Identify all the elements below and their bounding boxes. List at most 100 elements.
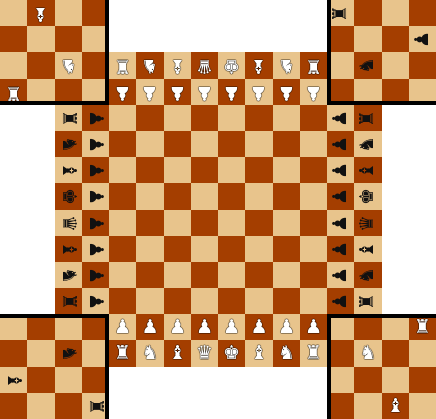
light-square[interactable]: ♜ — [109, 52, 136, 79]
white-pawn-icon[interactable]: ♟ — [196, 318, 213, 337]
dark-square[interactable] — [109, 288, 136, 314]
light-square[interactable] — [245, 236, 273, 262]
light-square[interactable]: ♝ — [164, 52, 191, 79]
dark-square[interactable] — [409, 367, 436, 393]
white-bishop-icon[interactable]: ♝ — [250, 56, 267, 75]
dark-square[interactable]: ♝ — [354, 157, 382, 183]
dark-square[interactable] — [109, 131, 136, 157]
dark-square[interactable] — [55, 26, 82, 52]
white-knight-icon[interactable]: ♞ — [278, 56, 295, 75]
black-pawn-icon[interactable]: ♟ — [331, 135, 350, 152]
dark-square[interactable]: ♟ — [300, 314, 327, 340]
dark-square[interactable] — [245, 157, 273, 183]
dark-square[interactable]: ♟ — [327, 288, 354, 314]
white-bishop-icon[interactable]: ♝ — [169, 56, 186, 75]
white-king-icon[interactable]: ♚ — [223, 344, 240, 363]
white-pawn-icon[interactable]: ♟ — [250, 83, 267, 102]
light-square[interactable] — [136, 236, 164, 262]
white-pawn-icon[interactable]: ♟ — [169, 83, 186, 102]
white-queen-icon[interactable]: ♛ — [196, 344, 213, 363]
light-square[interactable] — [273, 262, 300, 288]
dark-square[interactable]: ♞ — [136, 52, 164, 79]
dark-square[interactable] — [109, 183, 136, 210]
dark-square[interactable]: ♞ — [354, 52, 382, 79]
white-rook-icon[interactable]: ♜ — [305, 56, 322, 75]
black-knight-icon[interactable]: ♞ — [59, 345, 78, 362]
light-square[interactable]: ♝ — [55, 157, 82, 183]
dark-square[interactable] — [136, 105, 164, 131]
dark-square[interactable] — [164, 288, 191, 314]
black-pawn-icon[interactable]: ♟ — [331, 240, 350, 257]
dark-square[interactable] — [218, 131, 245, 157]
light-square[interactable] — [164, 157, 191, 183]
dark-square[interactable] — [273, 131, 300, 157]
black-rook-icon[interactable]: ♜ — [59, 109, 78, 126]
black-rook-icon[interactable]: ♜ — [86, 397, 105, 414]
black-bishop-icon[interactable]: ♝ — [59, 161, 78, 178]
black-rook-icon[interactable]: ♜ — [358, 292, 377, 309]
light-square[interactable] — [109, 157, 136, 183]
black-pawn-icon[interactable]: ♟ — [331, 109, 350, 126]
light-square[interactable] — [245, 288, 273, 314]
dark-square[interactable]: ♜ — [354, 105, 382, 131]
dark-square[interactable]: ♜ — [55, 288, 82, 314]
light-square[interactable] — [0, 0, 27, 26]
light-square[interactable] — [245, 183, 273, 210]
light-square[interactable] — [300, 288, 327, 314]
white-pawn-icon[interactable]: ♟ — [278, 83, 295, 102]
light-square[interactable]: ♝ — [0, 367, 27, 393]
white-bishop-icon[interactable]: ♝ — [32, 4, 49, 23]
light-square[interactable] — [109, 262, 136, 288]
light-square[interactable]: ♞ — [354, 131, 382, 157]
black-knight-icon[interactable]: ♞ — [358, 135, 377, 152]
black-pawn-icon[interactable]: ♟ — [86, 240, 105, 257]
dark-square[interactable]: ♚ — [55, 183, 82, 210]
light-square[interactable] — [136, 131, 164, 157]
dark-square[interactable]: ♟ — [164, 79, 191, 105]
dark-square[interactable]: ♟ — [327, 131, 354, 157]
black-pawn-icon[interactable]: ♟ — [331, 292, 350, 309]
dark-square[interactable]: ♝ — [245, 52, 273, 79]
light-square[interactable] — [136, 183, 164, 210]
dark-square[interactable] — [55, 393, 82, 419]
light-square[interactable]: ♟ — [218, 314, 245, 340]
white-bishop-icon[interactable]: ♝ — [387, 397, 404, 416]
white-rook-icon[interactable]: ♜ — [5, 83, 22, 102]
white-pawn-icon[interactable]: ♟ — [250, 318, 267, 337]
black-pawn-icon[interactable]: ♟ — [86, 266, 105, 283]
light-square[interactable] — [27, 340, 55, 367]
light-square[interactable] — [27, 26, 55, 52]
light-square[interactable] — [273, 210, 300, 236]
light-square[interactable] — [164, 105, 191, 131]
light-square[interactable] — [191, 288, 218, 314]
dark-square[interactable] — [273, 236, 300, 262]
dark-square[interactable] — [327, 26, 354, 52]
white-pawn-icon[interactable]: ♟ — [305, 318, 322, 337]
black-king-icon[interactable]: ♚ — [358, 188, 377, 205]
white-pawn-icon[interactable]: ♟ — [223, 83, 240, 102]
light-square[interactable] — [273, 157, 300, 183]
light-square[interactable]: ♚ — [354, 183, 382, 210]
white-pawn-icon[interactable]: ♟ — [305, 83, 322, 102]
light-square[interactable]: ♟ — [136, 79, 164, 105]
light-square[interactable] — [0, 52, 27, 79]
dark-square[interactable]: ♞ — [273, 340, 300, 367]
black-knight-icon[interactable]: ♞ — [358, 266, 377, 283]
black-bishop-icon[interactable]: ♝ — [4, 371, 23, 388]
light-square[interactable] — [218, 262, 245, 288]
dark-square[interactable]: ♝ — [55, 236, 82, 262]
light-square[interactable]: ♞ — [136, 340, 164, 367]
black-rook-icon[interactable]: ♜ — [59, 292, 78, 309]
black-king-icon[interactable]: ♚ — [59, 188, 78, 205]
light-square[interactable]: ♟ — [82, 183, 109, 210]
dark-square[interactable]: ♟ — [136, 314, 164, 340]
white-king-icon[interactable]: ♚ — [223, 56, 240, 75]
white-knight-icon[interactable]: ♞ — [141, 56, 158, 75]
light-square[interactable]: ♟ — [409, 26, 436, 52]
light-square[interactable] — [354, 26, 382, 52]
light-square[interactable]: ♟ — [327, 157, 354, 183]
white-pawn-icon[interactable]: ♟ — [278, 318, 295, 337]
dark-square[interactable]: ♟ — [82, 157, 109, 183]
dark-square[interactable]: ♜ — [109, 340, 136, 367]
light-square[interactable] — [273, 105, 300, 131]
